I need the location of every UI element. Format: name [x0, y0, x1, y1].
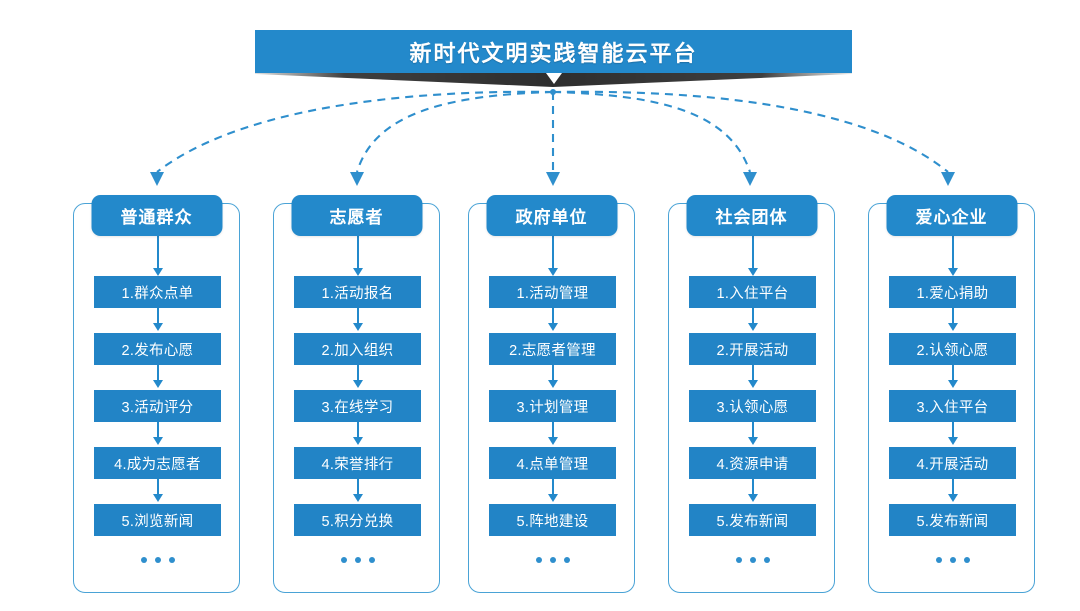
more-items-ellipsis — [735, 557, 770, 563]
flow-arrow-icon — [547, 479, 558, 504]
ellipsis-dot — [735, 557, 742, 563]
list-item[interactable]: 1.群众点单 — [94, 276, 221, 308]
more-items-ellipsis — [140, 557, 175, 563]
list-item[interactable]: 1.活动报名 — [294, 276, 421, 308]
list-item[interactable]: 5.发布新闻 — [889, 504, 1016, 536]
column-header-3[interactable]: 政府单位 — [486, 195, 617, 236]
ellipsis-dot — [935, 557, 942, 563]
flow-arrow-icon — [352, 308, 363, 333]
list-item[interactable]: 1.爱心捐助 — [889, 276, 1016, 308]
page-title: 新时代文明实践智能云平台 — [409, 40, 698, 66]
list-item[interactable]: 2.认领心愿 — [889, 333, 1016, 365]
column-body-5: 1.爱心捐助 2.认领心愿 3.入住平台 4.开展活动 5.发布新闻 — [869, 236, 1036, 563]
flow-arrow-icon — [747, 308, 758, 333]
ellipsis-dot — [535, 557, 542, 563]
flow-arrow-icon — [152, 308, 163, 333]
flow-arrow-icon — [947, 365, 958, 390]
ellipsis-dot — [549, 557, 556, 563]
list-item[interactable]: 2.发布心愿 — [94, 333, 221, 365]
list-item[interactable]: 2.志愿者管理 — [489, 333, 616, 365]
list-item[interactable]: 1.活动管理 — [489, 276, 616, 308]
column-header-2[interactable]: 志愿者 — [291, 195, 422, 236]
column-header-label: 政府单位 — [515, 208, 588, 227]
ellipsis-dot — [749, 557, 756, 563]
column-zhengfu-danwei[interactable]: 政府单位 1.活动管理 2.志愿者管理 3.计划管理 4.点单管理 5.阵地建设 — [468, 195, 636, 593]
header-stem — [751, 236, 754, 269]
header-stem — [156, 236, 159, 269]
flow-arrow-icon — [352, 422, 363, 447]
arrow-head-icon — [152, 268, 163, 276]
ellipsis-dot — [368, 557, 375, 563]
ellipsis-dot — [763, 557, 770, 563]
list-item[interactable]: 3.计划管理 — [489, 390, 616, 422]
list-item[interactable]: 5.浏览新闻 — [94, 504, 221, 536]
flow-arrow-icon — [547, 308, 558, 333]
list-item[interactable]: 3.入住平台 — [889, 390, 1016, 422]
ellipsis-dot — [140, 557, 147, 563]
platform-title-banner: 新时代文明实践智能云平台 — [255, 30, 852, 73]
column-header-label: 社会团体 — [715, 208, 788, 227]
list-item[interactable]: 4.成为志愿者 — [94, 447, 221, 479]
list-item[interactable]: 1.入住平台 — [689, 276, 816, 308]
more-items-ellipsis — [340, 557, 375, 563]
list-item[interactable]: 3.认领心愿 — [689, 390, 816, 422]
chevron-down-icon — [546, 73, 562, 84]
list-item[interactable]: 3.活动评分 — [94, 390, 221, 422]
column-aixin-qiye[interactable]: 爱心企业 1.爱心捐助 2.认领心愿 3.入住平台 4.开展活动 5.发布新闻 — [868, 195, 1036, 593]
ellipsis-dot — [563, 557, 570, 563]
ellipsis-dot — [963, 557, 970, 563]
list-item[interactable]: 4.点单管理 — [489, 447, 616, 479]
arrow-head-icon — [947, 268, 958, 276]
flow-arrow-icon — [547, 422, 558, 447]
flow-arrow-icon — [747, 365, 758, 390]
column-body-3: 1.活动管理 2.志愿者管理 3.计划管理 4.点单管理 5.阵地建设 — [469, 236, 636, 563]
list-item[interactable]: 5.阵地建设 — [489, 504, 616, 536]
arrow-head-icon — [352, 268, 363, 276]
column-body-4: 1.入住平台 2.开展活动 3.认领心愿 4.资源申请 5.发布新闻 — [669, 236, 836, 563]
flow-arrow-icon — [747, 422, 758, 447]
column-header-5[interactable]: 爱心企业 — [886, 195, 1017, 236]
column-header-4[interactable]: 社会团体 — [686, 195, 817, 236]
ellipsis-dot — [949, 557, 956, 563]
column-zhiyuanzhe[interactable]: 志愿者 1.活动报名 2.加入组织 3.在线学习 4.荣誉排行 5.积分兑换 — [273, 195, 441, 593]
header-stem — [551, 236, 554, 269]
column-puotng-qunzhong[interactable]: 普通群众 1.群众点单 2.发布心愿 3.活动评分 4.成为志愿者 5.浏览新闻 — [73, 195, 241, 593]
list-item[interactable]: 2.加入组织 — [294, 333, 421, 365]
more-items-ellipsis — [535, 557, 570, 563]
ellipsis-dot — [154, 557, 161, 563]
column-header-label: 普通群众 — [120, 208, 193, 227]
flow-arrow-icon — [152, 479, 163, 504]
list-item[interactable]: 5.积分兑换 — [294, 504, 421, 536]
ellipsis-dot — [354, 557, 361, 563]
column-header-label: 志愿者 — [329, 208, 384, 227]
flow-arrow-icon — [747, 479, 758, 504]
column-shehui-tuanti[interactable]: 社会团体 1.入住平台 2.开展活动 3.认领心愿 4.资源申请 5.发布新闻 — [668, 195, 836, 593]
arrow-head-icon — [747, 268, 758, 276]
more-items-ellipsis — [935, 557, 970, 563]
flow-arrow-icon — [547, 365, 558, 390]
flow-arrow-icon — [947, 422, 958, 447]
column-header-label: 爱心企业 — [915, 208, 988, 227]
column-header-1[interactable]: 普通群众 — [91, 195, 222, 236]
ellipsis-dot — [340, 557, 347, 563]
list-item[interactable]: 4.荣誉排行 — [294, 447, 421, 479]
arrow-head-icon — [547, 268, 558, 276]
header-stem — [951, 236, 954, 269]
list-item[interactable]: 4.资源申请 — [689, 447, 816, 479]
flow-arrow-icon — [152, 422, 163, 447]
list-item[interactable]: 4.开展活动 — [889, 447, 1016, 479]
flow-arrow-icon — [152, 365, 163, 390]
list-item[interactable]: 2.开展活动 — [689, 333, 816, 365]
list-item[interactable]: 3.在线学习 — [294, 390, 421, 422]
flow-arrow-icon — [352, 365, 363, 390]
flow-arrow-icon — [352, 479, 363, 504]
column-body-1: 1.群众点单 2.发布心愿 3.活动评分 4.成为志愿者 5.浏览新闻 — [74, 236, 241, 563]
ellipsis-dot — [168, 557, 175, 563]
column-body-2: 1.活动报名 2.加入组织 3.在线学习 4.荣誉排行 5.积分兑换 — [274, 236, 441, 563]
flow-arrow-icon — [947, 308, 958, 333]
list-item[interactable]: 5.发布新闻 — [689, 504, 816, 536]
flow-arrow-icon — [947, 479, 958, 504]
header-stem — [356, 236, 359, 269]
